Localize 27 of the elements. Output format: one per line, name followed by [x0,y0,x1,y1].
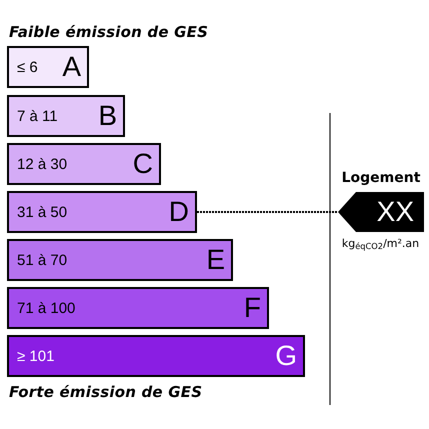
dotted-leader-line [197,211,338,213]
class-letter: B [98,102,117,130]
range-label: ≤ 6 [17,60,38,74]
class-letter: G [275,342,297,370]
range-label: 71 à 100 [17,300,76,316]
class-letter: E [206,246,225,274]
scale-heading: Forte émission de GES [9,382,202,402]
class-letter: C [132,150,153,178]
range-label: 7 à 11 [17,108,58,124]
range-label: 12 à 30 [17,156,68,172]
class-letter: A [62,53,81,81]
rating-bar [7,335,305,377]
class-letter: F [244,294,261,322]
node-label: Logement [340,169,422,187]
rating-bar [7,46,89,88]
rating-bar [7,191,197,233]
rating-bar [7,143,161,185]
rating-bar [7,287,269,329]
range-label: ≥ 101 [17,348,54,364]
class-letter: D [168,198,189,226]
rating-arrow: XX [338,192,424,232]
unit-label: kg$_{éqCO2}$/m².an [340,236,420,252]
scale-heading: Faible émission de GES [9,22,208,42]
range-label: 51 à 70 [17,252,68,268]
rating-bar [7,239,233,281]
range-label: 31 à 50 [17,204,68,220]
rating-bar [7,95,125,137]
